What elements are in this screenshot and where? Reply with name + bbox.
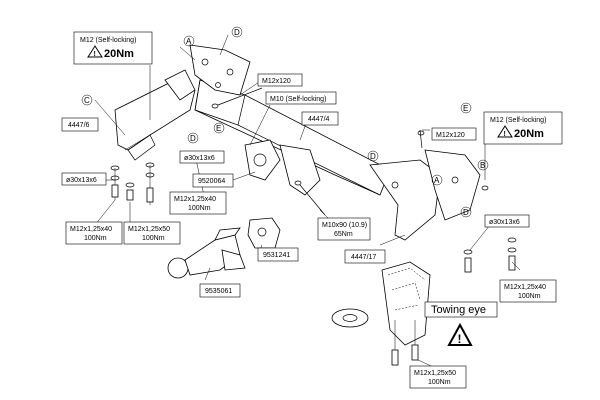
right-bolts [463,185,517,273]
svg-text:ø30x13x6: ø30x13x6 [66,177,97,184]
marker-b-right: B [480,161,485,170]
marker-e-left: E [216,124,221,133]
towing-eye-box: Towing eye ! [424,301,498,346]
svg-text:9531241: 9531241 [263,252,290,259]
svg-text:100Nm: 100Nm [518,293,541,300]
label-9531241: 9531241 [257,247,299,262]
svg-text:100Nm: 100Nm [188,205,211,212]
marker-d-right: D [463,208,469,217]
label-m10-self: M10 (Self-locking) [265,91,337,105]
svg-text:M12x1,25x50: M12x1,25x50 [414,370,456,377]
socket-bracket [247,217,281,249]
svg-text:M10 (Self-locking): M10 (Self-locking) [270,96,326,103]
tow-ball-assembly [167,227,246,279]
label-bolt-left-b: M12x1,25x50 100Nm [123,221,181,245]
label-4447-6: 4447/6 [61,117,99,132]
svg-text:M12x1,25x40: M12x1,25x40 [504,284,546,291]
svg-text:100Nm: 100Nm [428,379,451,386]
svg-text:65Nm: 65Nm [334,231,353,238]
marker-d-mid: D [370,152,376,161]
svg-text:100Nm: 100Nm [84,235,107,242]
svg-text:!: ! [504,131,506,138]
svg-text:4447/4: 4447/4 [308,116,330,123]
marker-c-left: C [84,96,90,105]
svg-text:ø30x13x6: ø30x13x6 [184,155,215,162]
svg-text:!: ! [458,332,462,346]
bottom-bolts [391,320,419,366]
svg-text:M12 (Self-locking): M12 (Self-locking) [80,37,136,44]
svg-text:M12x1,25x40: M12x1,25x40 [70,226,112,233]
svg-text:ø30x13x6: ø30x13x6 [489,219,520,226]
svg-text:4447/17: 4447/17 [351,254,376,261]
svg-text:20Nm: 20Nm [514,128,544,140]
label-washer-left-1: ø30x13x6 [179,150,225,164]
torque-box-right: M12 (Self-locking) ! 20Nm [483,111,563,145]
left-bolts [110,162,155,205]
label-m10x90: M10x90 (10.9) 65Nm [317,217,371,241]
marker-d-left: D [190,134,196,143]
svg-text:M10x90 (10.9): M10x90 (10.9) [322,222,367,229]
svg-text:M12x120: M12x120 [436,132,465,139]
long-bolt-top [211,87,263,109]
label-washer-left-2: ø30x13x6 [61,172,107,186]
marker-d-top: D [234,28,240,37]
svg-text:20Nm: 20Nm [104,48,134,60]
label-9520064: 9520064 [192,173,234,188]
label-4447-17: 4447/17 [344,249,386,264]
marker-a-top: A [186,37,192,46]
label-bolt-center: M12x1,25x40 100Nm [169,191,227,215]
label-washer-right: ø30x13x6 [484,214,530,228]
svg-text:4447/6: 4447/6 [68,122,90,129]
svg-text:M12x1,25x50: M12x1,25x50 [128,226,170,233]
svg-text:M12x120: M12x120 [262,78,291,85]
label-9535061: 9535061 [199,283,241,298]
right-side-bracket [369,149,481,241]
svg-text:M12 (Self-locking): M12 (Self-locking) [490,117,546,124]
warning-icon [447,322,473,346]
marker-a-right: A [434,176,440,185]
left-side-bracket [114,69,196,161]
label-4447-4: 4447/4 [301,111,339,126]
towing-eye-part [331,261,431,346]
label-bolt-right: M12x1,25x40 100Nm [499,279,557,303]
svg-text:100Nm: 100Nm [142,235,165,242]
torque-box-left: M12 (Self-locking) ! 20Nm [73,31,153,65]
long-bolt-right [417,129,425,149]
svg-text:9520064: 9520064 [198,178,225,185]
svg-text:M12x1,25x40: M12x1,25x40 [174,196,216,203]
svg-text:Towing eye: Towing eye [431,304,486,316]
label-bolt-left-a: M12x1,25x40 100Nm [65,221,123,245]
label-bolt-bottom: M12x1,25x50 100Nm [409,365,467,389]
label-m12x120-top: M12x120 [257,73,303,87]
svg-text:!: ! [94,51,96,58]
bolt-m10x90 [294,180,326,216]
center-bracket [244,139,321,196]
svg-text:9535061: 9535061 [205,288,232,295]
marker-e-right: E [463,104,468,113]
label-m12x120-right: M12x120 [431,127,477,141]
crossbar-4447-4 [194,79,391,196]
